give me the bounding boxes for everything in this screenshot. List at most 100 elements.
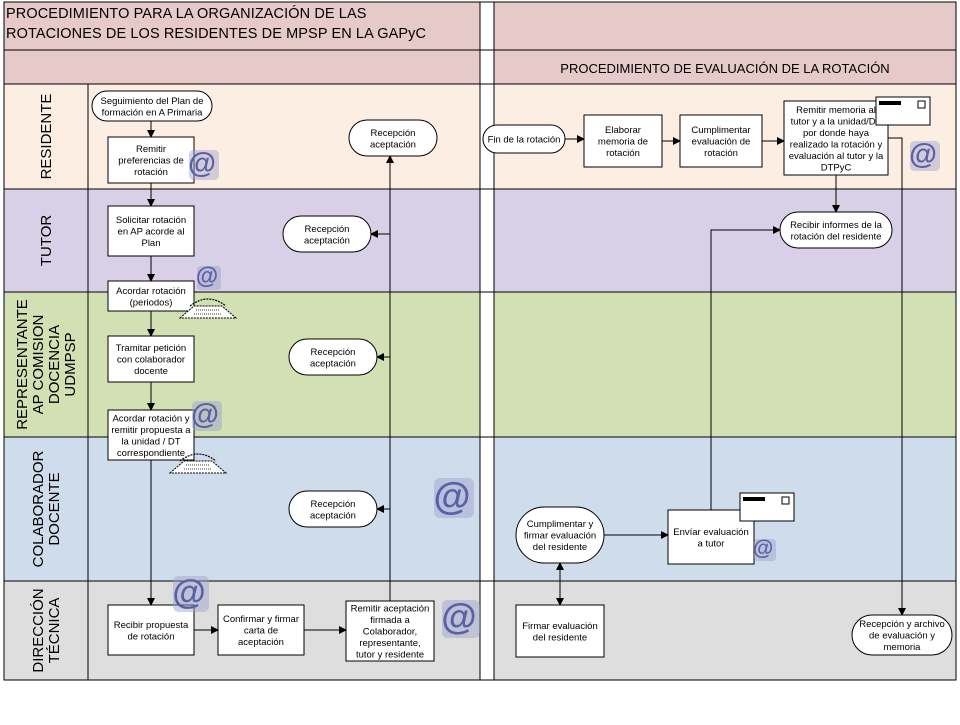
node-shape — [91, 90, 213, 122]
lane-label-line: REPRESENTANTE — [14, 299, 31, 430]
node-shape — [783, 100, 889, 176]
section-title: PROCEDIMIENTO DE EVALUACIÓN DE LA ROTACI… — [560, 61, 889, 76]
node-shape — [851, 614, 953, 656]
edge-memoria-recepcion-archivo — [888, 137, 906, 616]
node-label: aceptación — [238, 637, 284, 648]
node-label: Cumplimentar — [691, 125, 750, 136]
telephone-icon — [178, 298, 238, 319]
email-at-icon: @ — [753, 537, 776, 561]
node-label: Confirmar y firmar — [223, 614, 299, 625]
lane-label-line: TÉCNICA — [46, 598, 63, 664]
node-label: Acordar rotación — [116, 286, 186, 297]
email-icon-shadow — [189, 150, 219, 180]
email-at-icon: @ — [188, 148, 219, 180]
node-shape — [515, 506, 605, 564]
email-at-icon: @ — [441, 596, 480, 638]
node-shape — [217, 604, 305, 656]
node-label: Solicitar rotación — [116, 215, 186, 226]
node-label: carta de — [244, 626, 278, 637]
document-stamp — [781, 496, 790, 505]
node-label: del residente — [533, 632, 587, 643]
node-shape — [679, 114, 763, 168]
email-at-icon: @ — [909, 139, 940, 171]
node-label: docente — [134, 366, 168, 377]
column-gap — [480, 2, 494, 680]
document-bar — [879, 101, 901, 105]
node-label: la unidad / DT — [121, 436, 180, 447]
node-label: Recepción — [371, 128, 416, 139]
node-label: a tutor — [698, 538, 725, 549]
email-icon-glyph: @ — [188, 148, 216, 180]
node-label: preferencias de — [118, 156, 183, 167]
lane-label-line: TUTOR — [38, 215, 55, 267]
node-label: Remitir aceptación — [351, 604, 430, 615]
node-shape — [282, 215, 372, 253]
node-label: Envíar evaluación — [673, 527, 749, 538]
lane-label-line: RESIDENTE — [38, 94, 55, 180]
node-label: firmar evaluación — [524, 531, 596, 542]
email-icon-glyph: @ — [191, 399, 219, 431]
email-at-icon: @ — [196, 263, 221, 290]
node-shape — [348, 119, 438, 157]
email-icon-shadow — [192, 401, 222, 431]
telephone-base — [178, 305, 238, 319]
node-label: Recepción y archivo — [859, 619, 945, 630]
document-bar — [743, 497, 765, 501]
email-icon-glyph: @ — [753, 537, 773, 560]
telephone-handset — [179, 453, 217, 462]
email-icon-shadow — [197, 266, 221, 290]
node-label: remitir propuesta a — [111, 425, 191, 436]
node-shape — [515, 604, 605, 658]
telephone-icon — [168, 453, 228, 474]
node-label: representante, — [359, 638, 420, 649]
document-stamp — [917, 100, 926, 109]
lane-label-line: UDMPSP — [62, 332, 79, 396]
node-label: Recibir informes de la — [790, 220, 883, 231]
node-label: aceptación — [370, 139, 416, 150]
node-label: DTPyC — [821, 162, 852, 173]
node-label: Recibir propuesta — [114, 620, 189, 631]
node-acordar-rot: Acordar rotación(periodos) — [107, 280, 195, 312]
lane-label-line: COLABORADOR — [30, 450, 47, 567]
node-label: Cumplimentar y — [527, 519, 594, 530]
node-label: (periodos) — [130, 297, 173, 308]
node-label: Seguimiento del Plan de — [101, 96, 204, 107]
node-label: por donde haya — [803, 128, 870, 139]
node-label: realizado la rotación y — [790, 139, 883, 150]
email-icon-glyph: @ — [196, 263, 218, 289]
email-icon-shadow — [910, 141, 940, 171]
node-label: Colaborador, — [363, 627, 417, 638]
node-shape — [482, 124, 566, 154]
node-label: rotación — [704, 148, 738, 159]
node-label: aceptación — [310, 358, 356, 369]
node-shape — [288, 490, 378, 528]
node-label: Recepción — [305, 224, 350, 235]
node-fin-rotacion: Fin de la rotación — [482, 124, 566, 154]
node-shape — [779, 211, 893, 249]
node-label: memoria — [884, 642, 922, 653]
node-shape — [583, 114, 663, 168]
email-icon-shadow — [434, 478, 474, 518]
node-label: con colaborador — [117, 355, 185, 366]
node-label: Acordar rotación y — [112, 413, 189, 424]
node-shape — [107, 604, 195, 656]
lane-label-line: AP COMISION — [30, 315, 47, 415]
telephone-keys — [194, 309, 222, 315]
node-shape — [345, 600, 435, 662]
node-label: correspondiente — [117, 448, 185, 459]
